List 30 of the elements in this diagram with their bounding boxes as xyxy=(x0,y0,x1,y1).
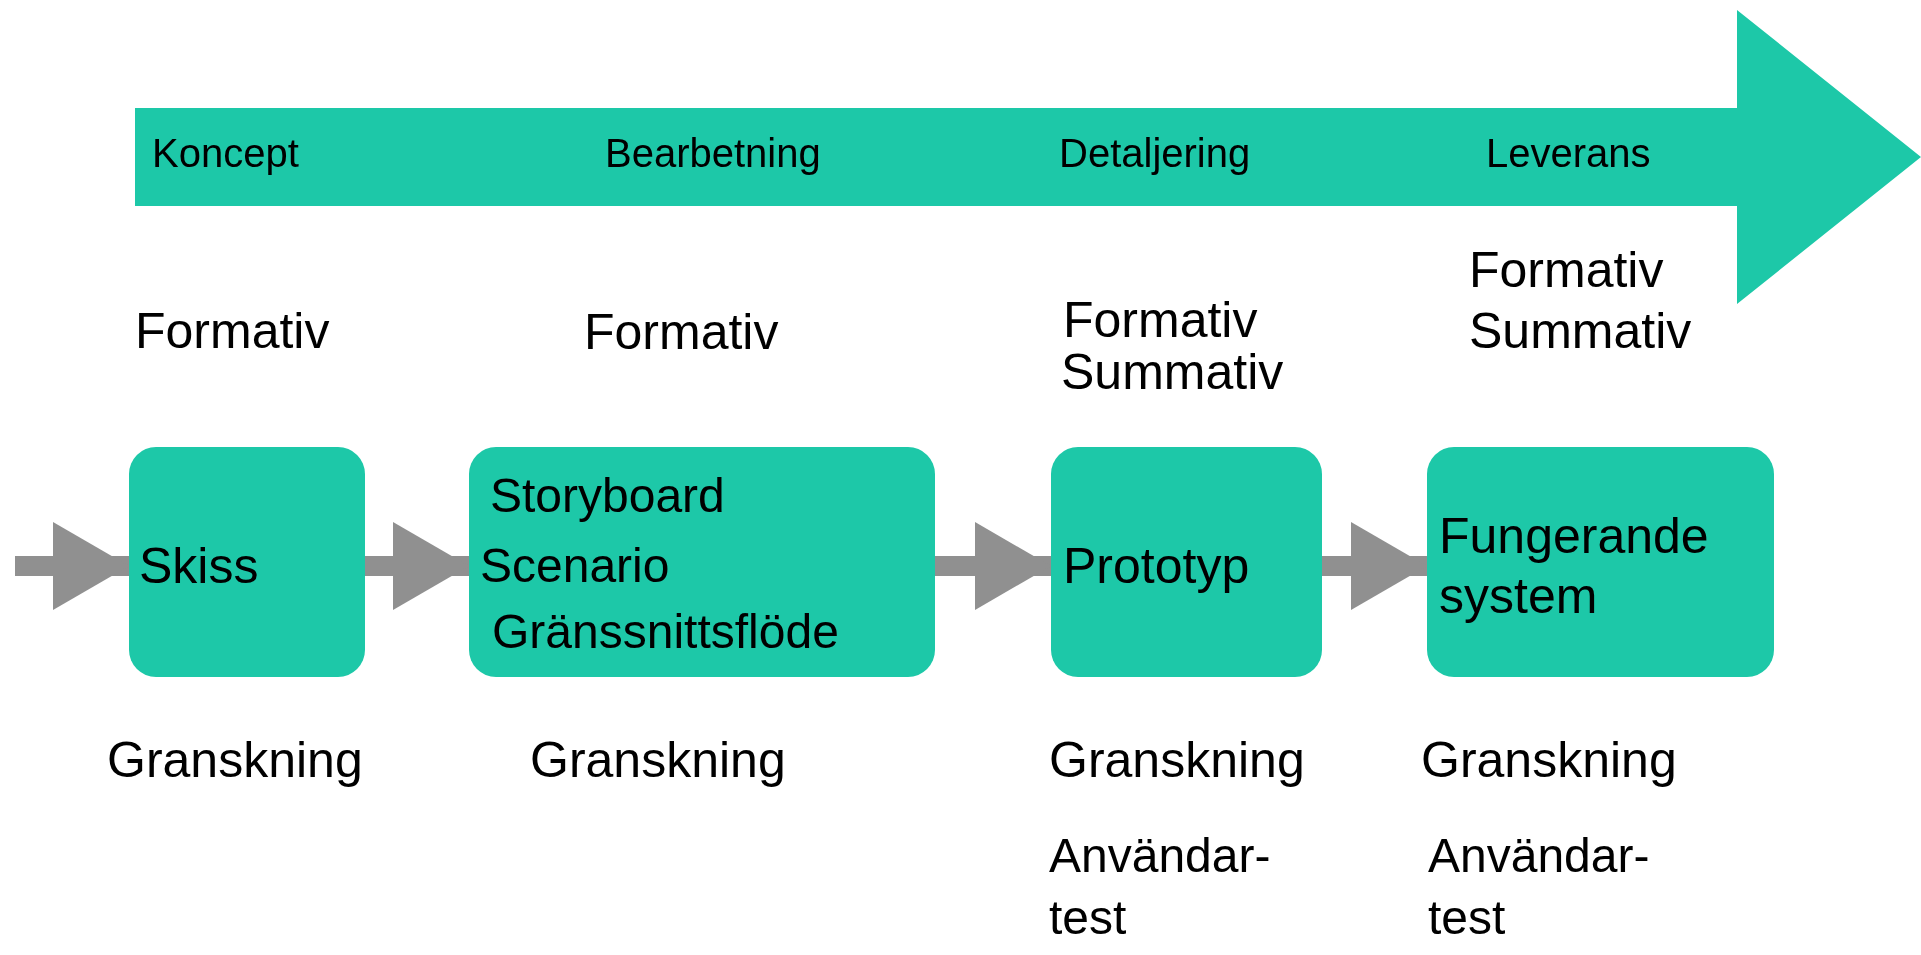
phase-label: Koncept xyxy=(152,133,299,173)
note-text: Användar- test xyxy=(1428,828,1651,947)
process-box xyxy=(1051,447,1322,677)
phase-label: Leverans xyxy=(1486,133,1651,173)
phase-label: Detaljering xyxy=(1059,133,1251,173)
note-text: Summativ xyxy=(1469,306,1692,356)
note-text: Användar- test xyxy=(1049,828,1272,947)
arrow xyxy=(935,522,1051,610)
note-text: Formativ xyxy=(1063,295,1258,345)
note-text: Granskning xyxy=(1049,735,1305,785)
box-text: Scenario xyxy=(480,542,670,590)
box-text: Skiss xyxy=(139,541,259,591)
note-text: Formativ xyxy=(584,307,779,357)
arrow xyxy=(1322,522,1427,610)
arrow xyxy=(15,522,129,610)
box-text: Gränssnittsflöde xyxy=(492,608,839,656)
note-text: Granskning xyxy=(1421,735,1677,785)
note-text: Summativ xyxy=(1061,347,1284,397)
note-text: Granskning xyxy=(530,735,786,785)
process-box xyxy=(129,447,365,677)
box-text: Storyboard xyxy=(490,472,725,520)
process-box xyxy=(469,447,935,677)
note-text: Formativ xyxy=(1469,245,1664,295)
note-text: Formativ xyxy=(135,306,330,356)
box-text: Fungerande system xyxy=(1439,507,1710,626)
arrow xyxy=(365,522,469,610)
phase-label: Bearbetning xyxy=(605,133,821,173)
box-text: Prototyp xyxy=(1063,541,1250,591)
process-box xyxy=(1427,447,1774,677)
note-text: Granskning xyxy=(107,735,363,785)
